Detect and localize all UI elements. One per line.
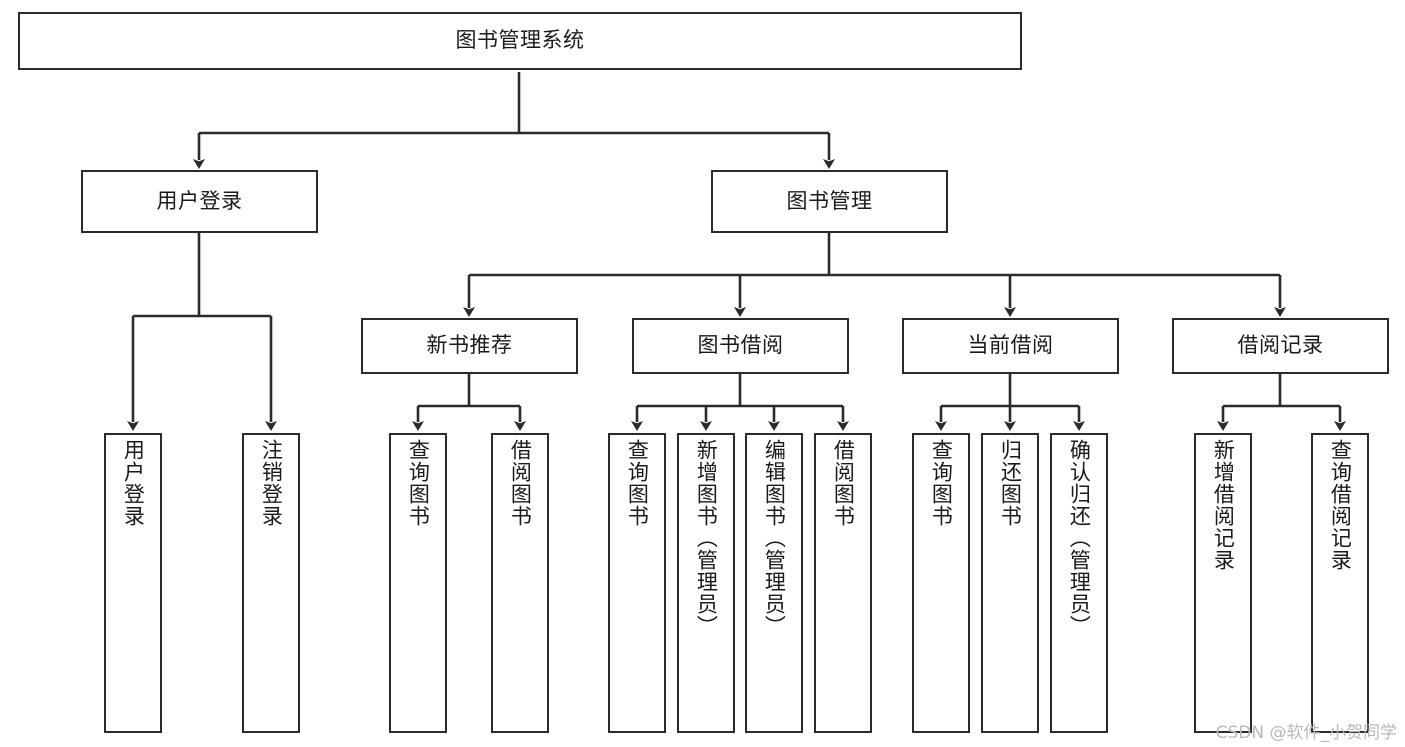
leaf-bb-query-book-label: 查询图书 bbox=[625, 439, 650, 527]
node-root-label: 图书管理系统 bbox=[455, 28, 585, 53]
leaf-br-query-record-label: 查询借阅记录 bbox=[1328, 439, 1353, 571]
leaf-br-query-record[interactable]: 查询借阅记录 bbox=[1311, 433, 1369, 733]
node-borrow-record-label: 借阅记录 bbox=[1237, 333, 1324, 358]
leaf-br-add-record[interactable]: 新增借阅记录 bbox=[1194, 433, 1252, 733]
node-root[interactable]: 图书管理系统 bbox=[18, 12, 1022, 70]
node-book-management[interactable]: 图书管理 bbox=[711, 170, 948, 233]
leaf-bb-edit-book-admin-label: 编辑图书（管理员） bbox=[762, 439, 787, 637]
node-user-login-label: 用户登录 bbox=[156, 188, 243, 213]
node-new-book-recommend[interactable]: 新书推荐 bbox=[361, 318, 578, 374]
leaf-nb-borrow-book[interactable]: 借阅图书 bbox=[491, 433, 549, 733]
leaf-bb-edit-book-admin[interactable]: 编辑图书（管理员） bbox=[745, 433, 803, 733]
leaf-bb-add-book-admin-label: 新增图书（管理员） bbox=[694, 439, 719, 637]
leaf-cb-return-book-label: 归还图书 bbox=[998, 439, 1023, 527]
leaf-bb-borrow-book-label: 借阅图书 bbox=[831, 439, 856, 527]
leaf-cb-query-book[interactable]: 查询图书 bbox=[912, 433, 970, 733]
leaf-br-add-record-label: 新增借阅记录 bbox=[1211, 439, 1236, 571]
leaf-nb-borrow-book-label: 借阅图书 bbox=[508, 439, 533, 527]
node-borrow-record[interactable]: 借阅记录 bbox=[1172, 318, 1389, 374]
leaf-user-login-label: 用户登录 bbox=[121, 439, 146, 527]
leaf-nb-query-book[interactable]: 查询图书 bbox=[389, 433, 447, 733]
leaf-cb-confirm-return-admin-label: 确认归还（管理员） bbox=[1067, 439, 1092, 637]
node-user-login[interactable]: 用户登录 bbox=[81, 170, 318, 233]
node-current-borrow[interactable]: 当前借阅 bbox=[902, 318, 1119, 374]
node-book-borrow-label: 图书借阅 bbox=[697, 333, 784, 358]
node-new-book-recommend-label: 新书推荐 bbox=[426, 333, 513, 358]
node-current-borrow-label: 当前借阅 bbox=[967, 333, 1054, 358]
leaf-logout-label: 注销登录 bbox=[259, 439, 284, 527]
leaf-user-login[interactable]: 用户登录 bbox=[104, 433, 162, 733]
leaf-nb-query-book-label: 查询图书 bbox=[406, 439, 431, 527]
leaf-logout[interactable]: 注销登录 bbox=[242, 433, 300, 733]
leaf-bb-query-book[interactable]: 查询图书 bbox=[608, 433, 666, 733]
node-book-management-label: 图书管理 bbox=[786, 188, 873, 213]
leaf-bb-add-book-admin[interactable]: 新增图书（管理员） bbox=[677, 433, 735, 733]
leaf-bb-borrow-book[interactable]: 借阅图书 bbox=[814, 433, 872, 733]
leaf-cb-confirm-return-admin[interactable]: 确认归还（管理员） bbox=[1050, 433, 1108, 733]
leaf-cb-query-book-label: 查询图书 bbox=[929, 439, 954, 527]
leaf-cb-return-book[interactable]: 归还图书 bbox=[981, 433, 1039, 733]
node-book-borrow[interactable]: 图书借阅 bbox=[632, 318, 849, 374]
